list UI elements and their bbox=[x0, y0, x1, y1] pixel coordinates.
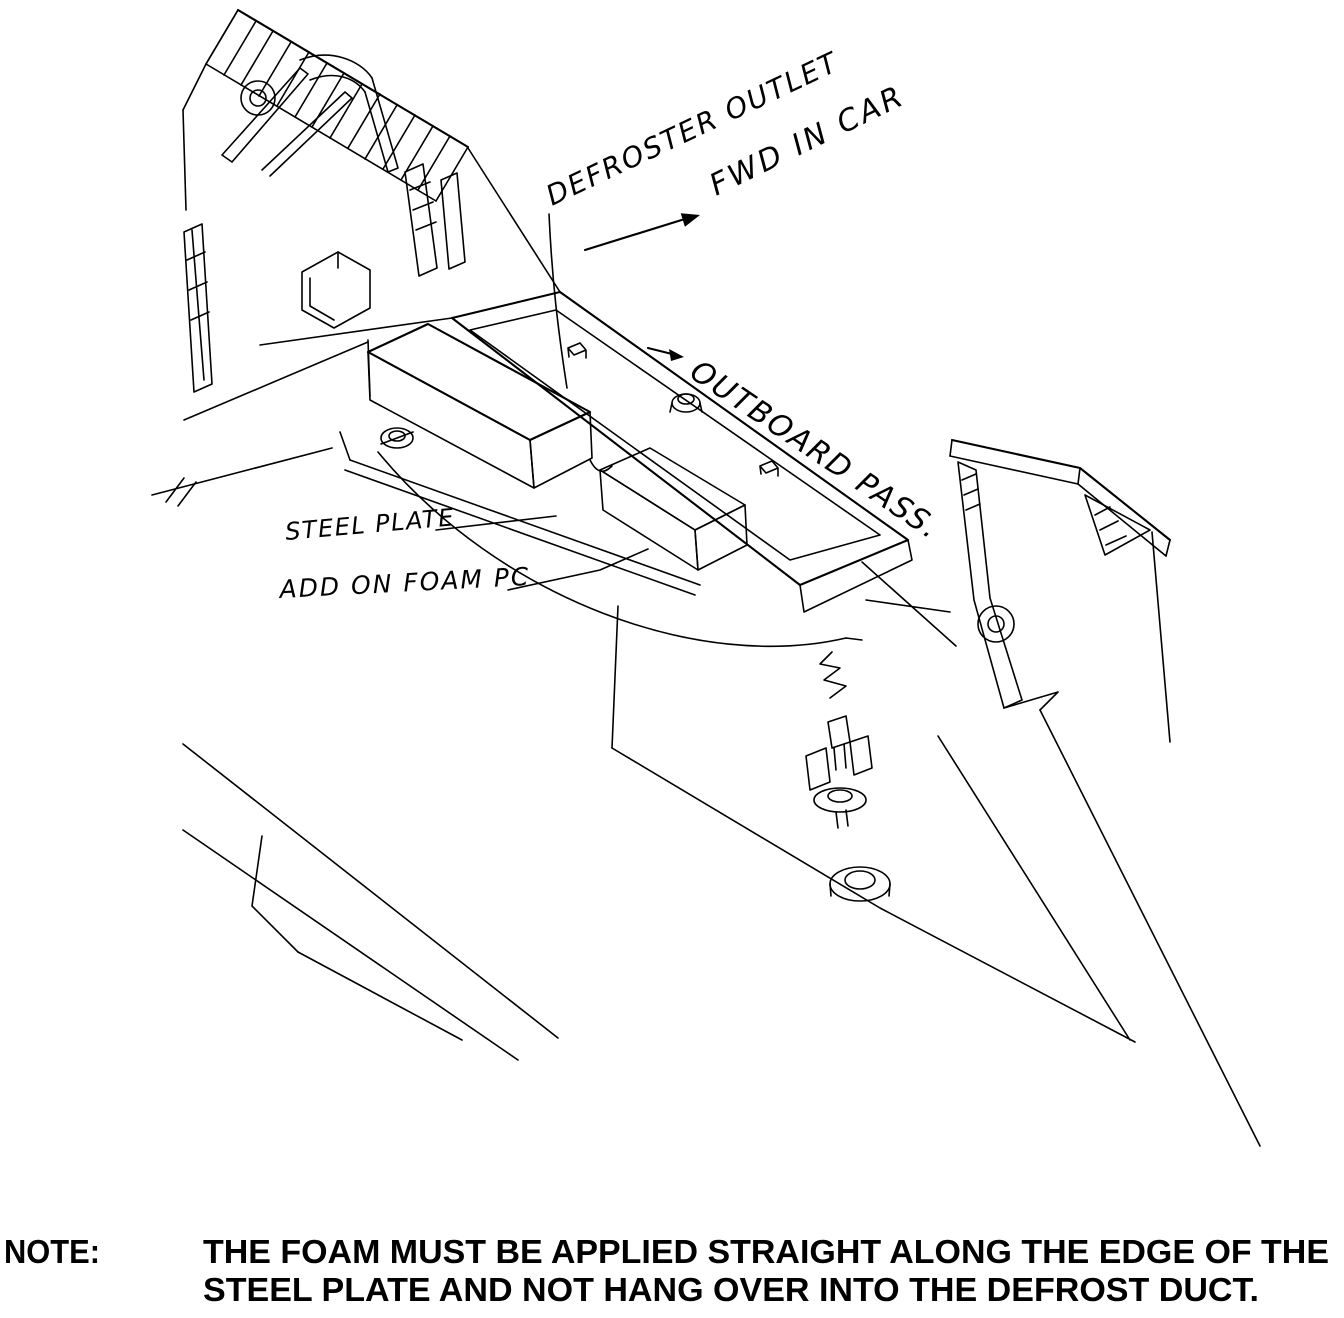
add-on-foam-piece-right bbox=[599, 447, 748, 571]
leader-add-on-foam bbox=[507, 548, 649, 591]
note-block: NOTE: THE FOAM MUST BE APPLIED STRAIGHT … bbox=[4, 1233, 1329, 1308]
note-line-2: STEEL PLATE AND NOT HANG OVER INTO THE D… bbox=[203, 1271, 1259, 1308]
fwd-arrowhead bbox=[680, 213, 700, 227]
outboard-arrowhead bbox=[669, 349, 684, 361]
right-mounting-bracket bbox=[861, 438, 1172, 743]
label-outboard-pass: OUTBOARD PASS. bbox=[684, 354, 947, 547]
steel-plate bbox=[339, 431, 863, 648]
cowl-edge-lines bbox=[151, 317, 453, 507]
note-line-1: THE FOAM MUST BE APPLIED STRAIGHT ALONG … bbox=[203, 1233, 1329, 1270]
support-posts bbox=[404, 163, 466, 277]
retainer-clip bbox=[805, 715, 873, 829]
body-panel-lines bbox=[182, 709, 1261, 1147]
defroster-duct bbox=[367, 290, 913, 749]
wiper-assembly bbox=[221, 54, 399, 177]
cowl-bracket bbox=[301, 251, 371, 329]
label-add-on-foam-pc: ADD ON FOAM PC bbox=[277, 562, 531, 604]
outboard-arrow bbox=[646, 346, 684, 361]
windshield-cowl-hatching bbox=[182, 8, 561, 293]
note-heading: NOTE: bbox=[4, 1233, 100, 1270]
a-pillar-strip bbox=[183, 223, 213, 393]
label-steel-plate: STEEL PLATE bbox=[284, 503, 456, 546]
fwd-arrow bbox=[583, 213, 700, 252]
leader-defroster-outlet bbox=[548, 213, 568, 389]
leader-steel-plate bbox=[435, 515, 557, 531]
leader-lines bbox=[435, 213, 649, 591]
plate-grommet bbox=[380, 427, 414, 449]
grommet-washer bbox=[829, 866, 891, 902]
add-on-foam-piece-left bbox=[366, 322, 613, 489]
